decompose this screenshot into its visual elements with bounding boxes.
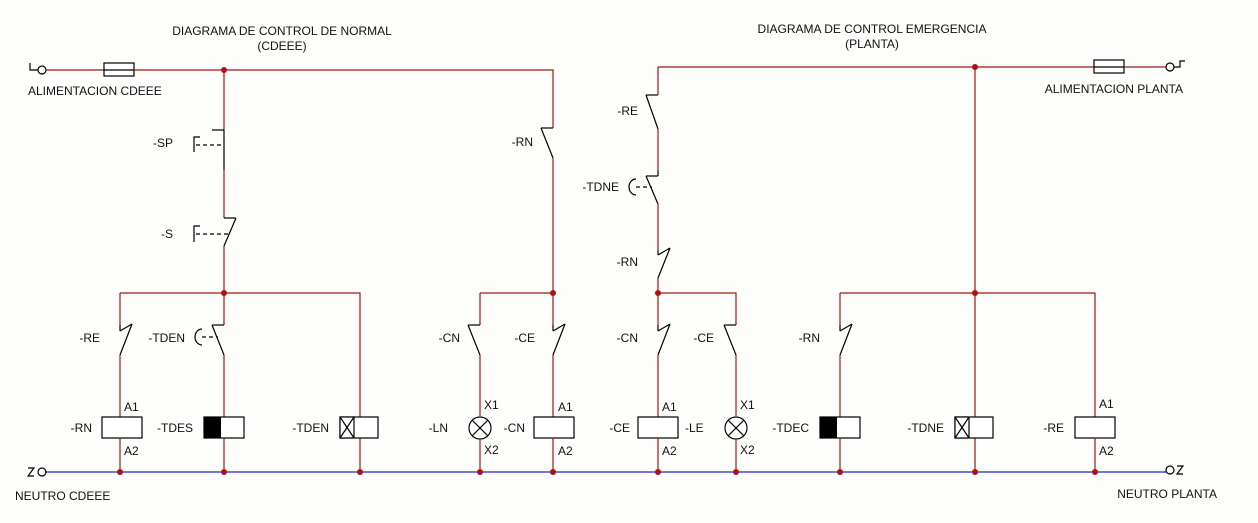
ce-coil-a2: A2 [662, 444, 677, 458]
re-coil-a2: A2 [1099, 444, 1114, 458]
emergency-subtitle: (PLANTA) [845, 37, 899, 51]
rn-r-contact-label: -RN [799, 331, 820, 345]
right-supply-label: ALIMENTACION PLANTA [1045, 82, 1183, 96]
sp-label: -SP [153, 136, 173, 150]
re-top-contact [645, 94, 659, 130]
rn-coil [101, 416, 143, 439]
tdne-timer-coil [954, 416, 994, 439]
right-neutral-label: NEUTRO PLANTA [1117, 487, 1217, 501]
rn-top-label: -RN [512, 135, 533, 149]
s-start-pushbutton [193, 217, 237, 247]
le-x2: X2 [740, 443, 755, 457]
cn-coil-a2: A2 [558, 444, 573, 458]
rn-mid-label: -RN [617, 255, 638, 269]
ce-coil-label: -CE [609, 421, 630, 435]
cn-r-contact-label: -CN [617, 331, 638, 345]
ce-nc-contact [552, 323, 566, 356]
tdne-contact-label: -TDNE [582, 180, 619, 194]
ce-coil [637, 416, 679, 439]
re-top-label: -RE [617, 104, 638, 118]
le-x1: X1 [740, 398, 755, 412]
right-supply-terminal [1165, 60, 1185, 72]
ln-x2: X2 [484, 443, 499, 457]
re-nc-contact [119, 323, 133, 356]
normal-title: DIAGRAMA DE CONTROL DE NORMAL [172, 24, 392, 38]
rn-nc-contact [839, 323, 853, 356]
cn-nc-contact [657, 323, 671, 356]
left-supply-label: ALIMENTACION CDEEE [28, 84, 162, 98]
tdes-timer-coil [203, 416, 245, 439]
tdec-timer-coil [819, 416, 861, 439]
sp-stop-pushbutton [193, 129, 225, 170]
rn-coil-a1: A1 [124, 400, 139, 414]
right-fuse [1093, 59, 1125, 74]
emergency-title: DIAGRAMA DE CONTROL EMERGENCIA [758, 22, 987, 36]
rn-coil-label: -RN [71, 421, 92, 435]
tdne-coil-label: -TDNE [907, 421, 944, 435]
cn-coil [533, 416, 575, 439]
ce-r-contact-label: -CE [693, 331, 714, 345]
tdes-label: -TDES [157, 421, 193, 435]
re-coil-a1: A1 [1099, 397, 1114, 411]
re-coil-label: -RE [1043, 421, 1064, 435]
tden-coil-label: -TDEN [292, 421, 329, 435]
junction-dots [117, 64, 1098, 475]
rn-mid-contact [657, 247, 671, 279]
cn-contact-label: -CN [439, 331, 460, 345]
tdne-timed-contact [628, 170, 659, 205]
ce-coil-a1: A1 [662, 400, 677, 414]
cn-coil-a1: A1 [558, 400, 573, 414]
left-supply-terminal [29, 63, 47, 75]
left-neutral-label: NEUTRO CDEEE [15, 489, 110, 503]
re-coil [1074, 416, 1116, 439]
normal-subtitle: (CDEEE) [257, 39, 306, 53]
rn-top-contact [540, 127, 554, 159]
ln-label: -LN [429, 421, 448, 435]
left-fuse [103, 62, 135, 77]
cn-coil-label: -CN [504, 421, 525, 435]
tden-contact-label: -TDEN [148, 331, 185, 345]
left-neutral-terminal [26, 467, 47, 477]
le-pilot-lamp [724, 416, 748, 440]
re-contact-label: -RE [79, 331, 100, 345]
ln-x1: X1 [484, 398, 499, 412]
cn-no-contact [467, 324, 481, 356]
tden-timed-contact [194, 324, 225, 356]
rn-coil-a2: A2 [124, 444, 139, 458]
ce-contact-label: -CE [514, 331, 535, 345]
ln-pilot-lamp [468, 416, 492, 440]
ce-no-contact [723, 324, 737, 356]
tden-timer-coil [339, 416, 379, 439]
s-label: -S [161, 227, 173, 241]
tdec-label: -TDEC [772, 421, 809, 435]
right-neutral-terminal [1165, 465, 1185, 475]
le-label: -LE [685, 421, 704, 435]
